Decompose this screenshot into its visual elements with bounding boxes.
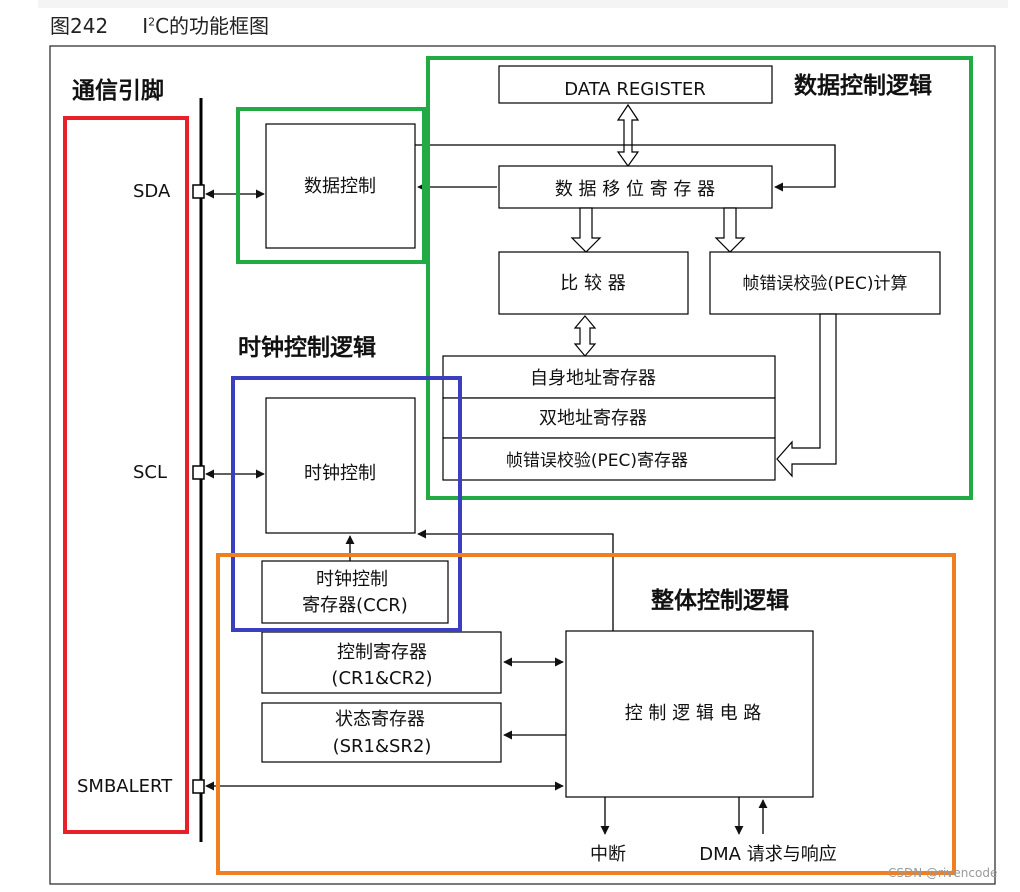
data-register-label: DATA REGISTER	[564, 79, 706, 100]
clock-control-label: 时钟控制	[304, 463, 376, 484]
pec-calc-label: 帧错误校验(PEC)计算	[742, 274, 907, 294]
header-strip	[38, 0, 1008, 8]
diagram-frame	[49, 45, 996, 885]
pin-smbalert-label: SMBALERT	[77, 776, 173, 797]
pin-sda-square	[192, 184, 205, 199]
overall-logic-frame	[216, 553, 956, 875]
data-control-frame	[236, 107, 426, 264]
watermark: CSDN @rivencode	[888, 866, 998, 880]
clock-logic-frame	[231, 376, 462, 632]
dual-address-register-label: 双地址寄存器	[539, 408, 647, 429]
interrupt-label: 中断	[590, 844, 626, 865]
data-register-box	[498, 65, 773, 104]
pec-register-label: 帧错误校验(PEC)寄存器	[506, 451, 688, 471]
figure-title-sup: 2	[148, 15, 156, 29]
overall-logic-label: 整体控制逻辑	[651, 587, 789, 614]
comparator-label: 比 较 器	[560, 273, 625, 294]
data-control-loop-arrow	[415, 144, 836, 192]
control-register-box	[261, 631, 502, 694]
clock-control-box	[265, 397, 416, 534]
shift-to-pec-calc-arrow	[714, 207, 746, 253]
shift-register-box	[498, 165, 773, 209]
pin-sda-label: SDA	[133, 181, 171, 202]
ccr-register-box	[261, 560, 449, 624]
comparator-box	[498, 251, 689, 315]
pin-scl-label: SCL	[133, 462, 167, 483]
shift-to-comparator-arrow	[570, 207, 602, 253]
status-register-label-line1: 状态寄存器	[335, 709, 425, 730]
data-control-box	[265, 123, 416, 249]
pec-calc-box	[709, 251, 941, 315]
pin-scl-square	[192, 465, 205, 480]
ccr-register-label-line1: 时钟控制	[316, 569, 388, 590]
control-logic-to-clock-arrow	[417, 529, 614, 631]
dual-address-register-box	[442, 397, 776, 439]
pec-register-box	[442, 437, 776, 481]
data-register-shift-bidir-arrow	[616, 103, 640, 168]
clock-logic-label: 时钟控制逻辑	[238, 334, 376, 361]
comm-pins-frame	[63, 116, 189, 834]
comparator-address-bidir-arrow	[573, 315, 597, 357]
control-register-label-line1: 控制寄存器	[337, 642, 427, 663]
figure-caption: 图242 I2C的功能框图	[50, 10, 269, 39]
own-address-register-box	[442, 355, 776, 399]
dma-label: DMA 请求与响应	[699, 844, 836, 865]
control-logic-circuit-label: 控 制 逻 辑 电 路	[625, 703, 762, 724]
figure-number: 图242	[50, 14, 109, 38]
control-logic-circuit-box	[565, 630, 814, 798]
control-register-label-line2: (CR1&CR2)	[331, 668, 432, 689]
data-logic-frame	[426, 56, 973, 500]
figure-title-prefix: I	[142, 14, 149, 38]
comm-pins-label: 通信引脚	[72, 77, 164, 104]
data-control-label: 数据控制	[304, 176, 376, 197]
figure-title-suffix: C的功能框图	[155, 14, 270, 38]
data-logic-label: 数据控制逻辑	[794, 72, 932, 99]
status-register-label-line2: (SR1&SR2)	[333, 736, 432, 757]
own-address-register-label: 自身地址寄存器	[530, 368, 656, 389]
pec-calc-to-register-arrow	[776, 313, 837, 478]
ccr-register-label-line2: 寄存器(CCR)	[302, 595, 408, 616]
status-register-box	[261, 702, 502, 763]
pin-smbalert-square	[192, 779, 205, 794]
shift-register-label: 数 据 移 位 寄 存 器	[555, 179, 715, 200]
